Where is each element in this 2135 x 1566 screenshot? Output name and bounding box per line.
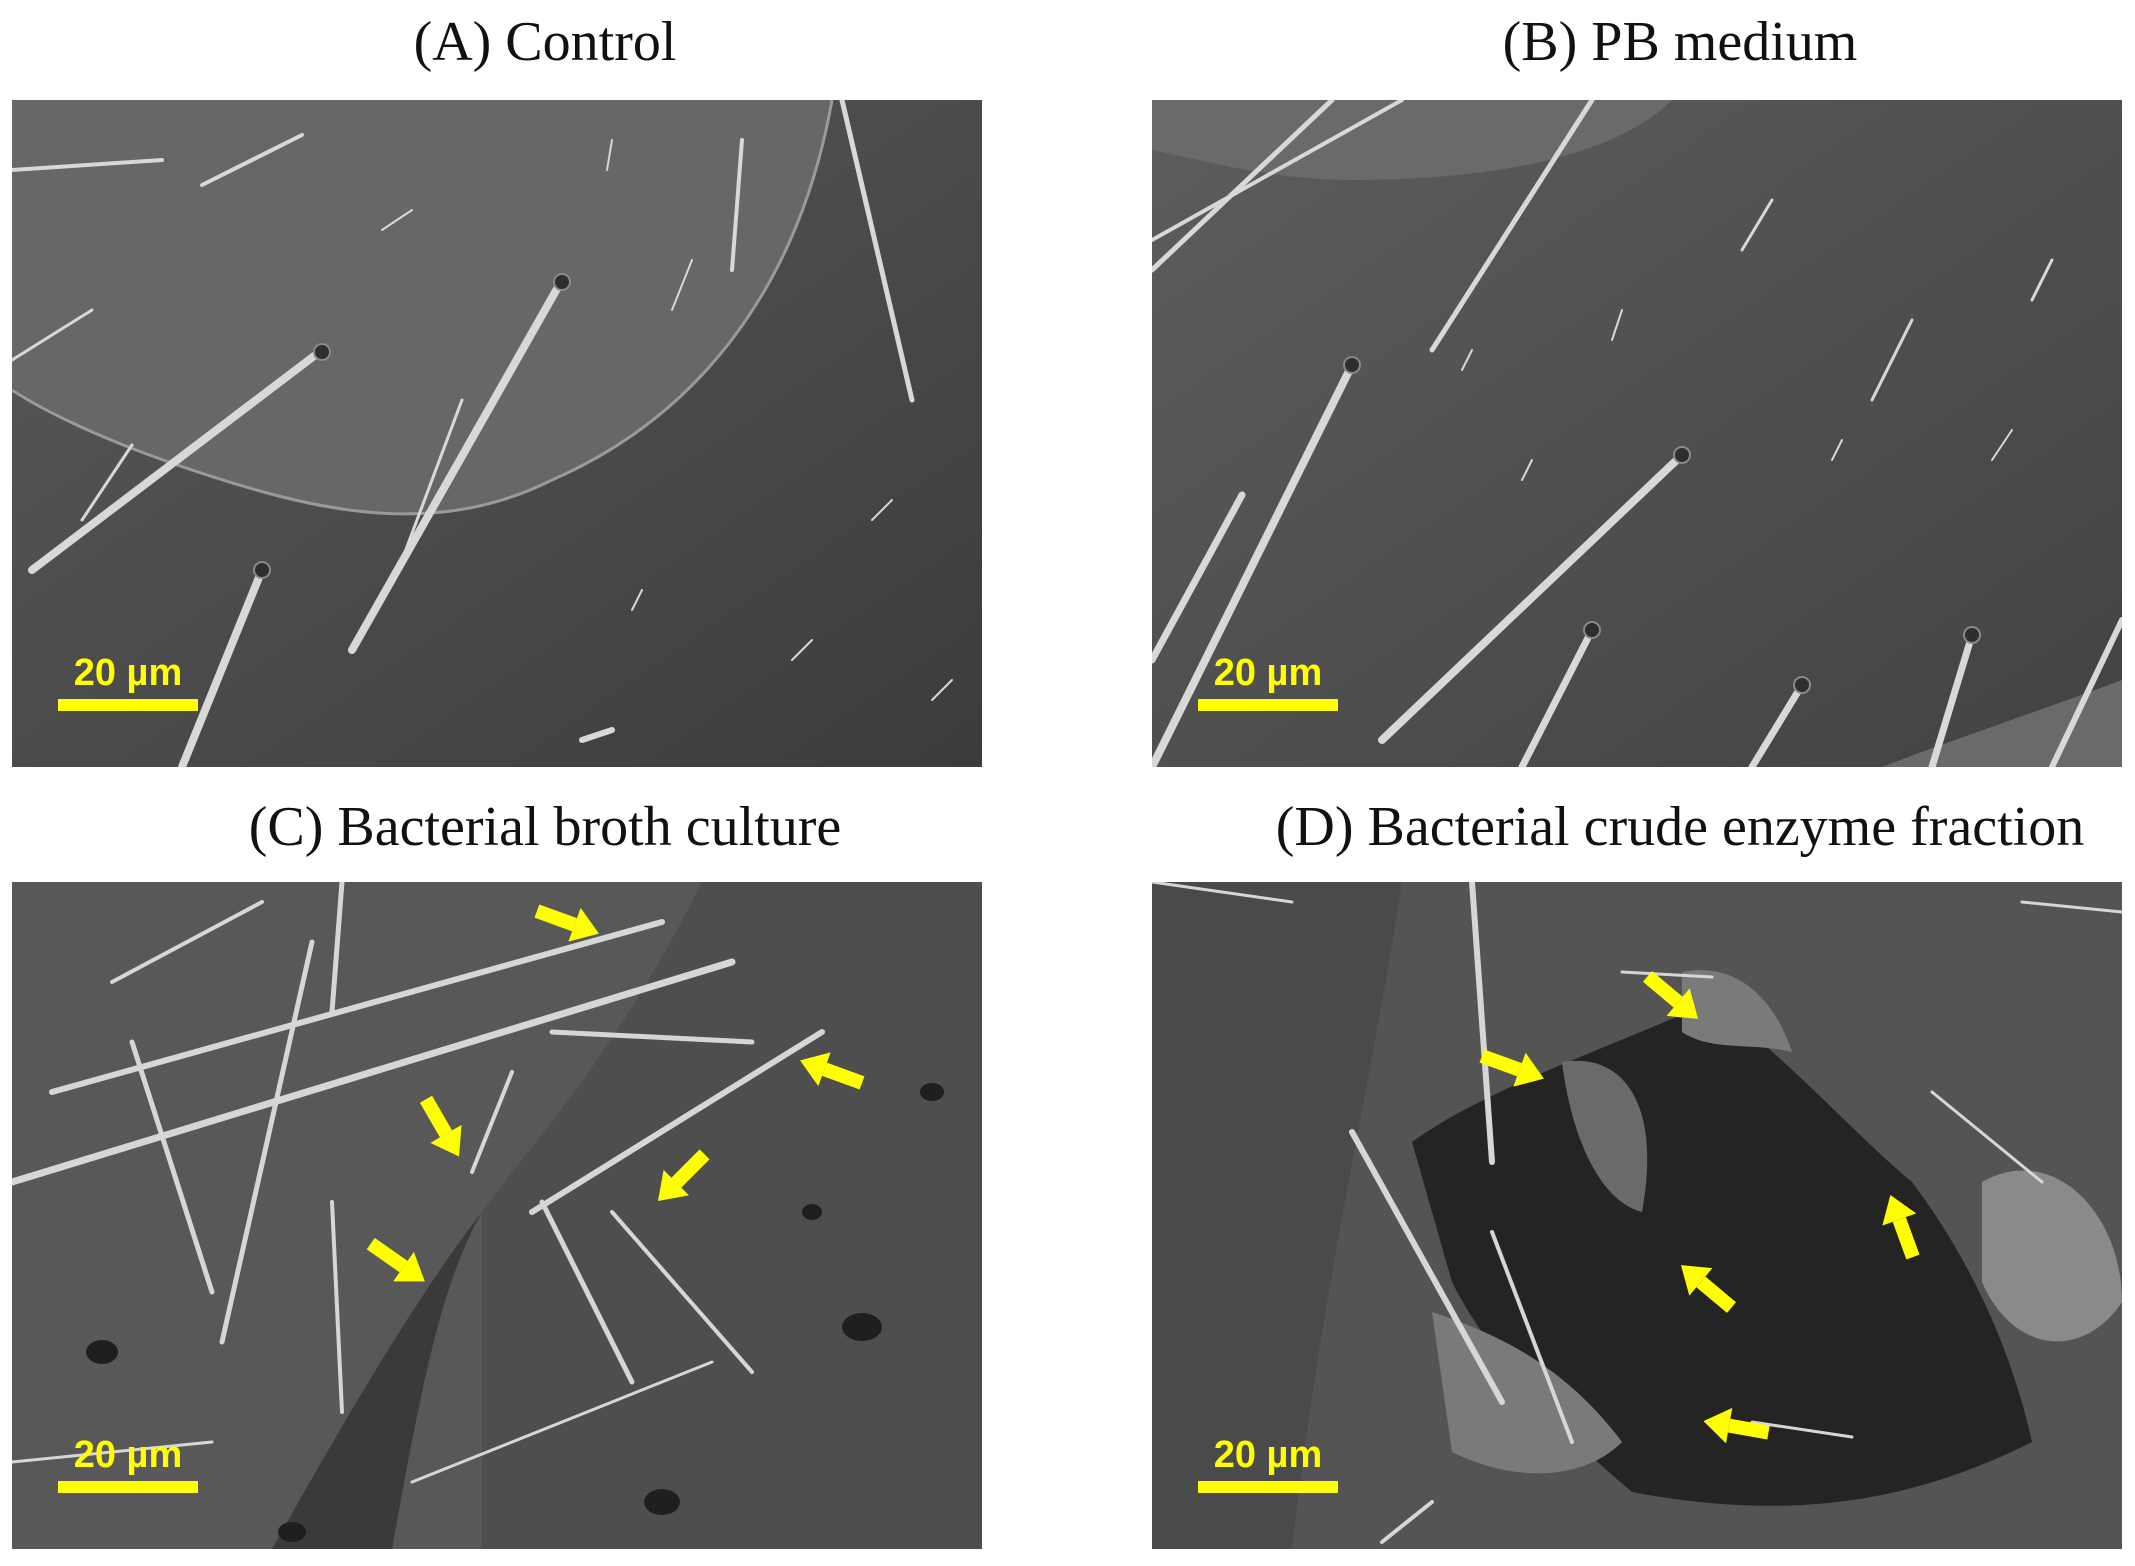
scale-bar-d: 20 µm	[1198, 1433, 1338, 1493]
scale-bar-label-a: 20 µm	[73, 652, 183, 694]
sem-surface-a	[12, 100, 982, 767]
scale-bar-label-c: 20 µm	[73, 1434, 183, 1476]
scale-bar-label-b: 20 µm	[1213, 652, 1323, 694]
scale-bar-label-d: 20 µm	[1213, 1434, 1323, 1476]
sem-image-d: 20 µm	[1152, 882, 2122, 1549]
sem-surface-b	[1152, 100, 2122, 767]
scale-bar-line-b	[1198, 699, 1338, 711]
scale-bar-line-a	[58, 699, 198, 711]
sem-image-a: 20 µm	[12, 100, 982, 767]
scale-bar-b: 20 µm	[1198, 651, 1338, 711]
sem-image-c: 20 µm	[12, 882, 982, 1549]
scale-bar-a: 20 µm	[58, 651, 198, 711]
sem-surface-d	[1152, 882, 2122, 1549]
sem-image-b: 20 µm	[1152, 100, 2122, 767]
arrow-icon	[366, 904, 865, 1282]
scale-bar-line-d	[1198, 1481, 1338, 1493]
arrow-icon	[1479, 971, 1920, 1444]
panel-title-b: (B) PB medium	[1502, 11, 1858, 73]
scale-bar-c: 20 µm	[58, 1433, 198, 1493]
sem-surface-c	[12, 882, 982, 1549]
panel-title-d: (D) Bacterial crude enzyme fraction	[1275, 796, 2085, 858]
panel-title-a: (A) Control	[413, 11, 677, 73]
panel-title-c: (C) Bacterial broth culture	[248, 796, 842, 858]
scale-bar-line-c	[58, 1481, 198, 1493]
